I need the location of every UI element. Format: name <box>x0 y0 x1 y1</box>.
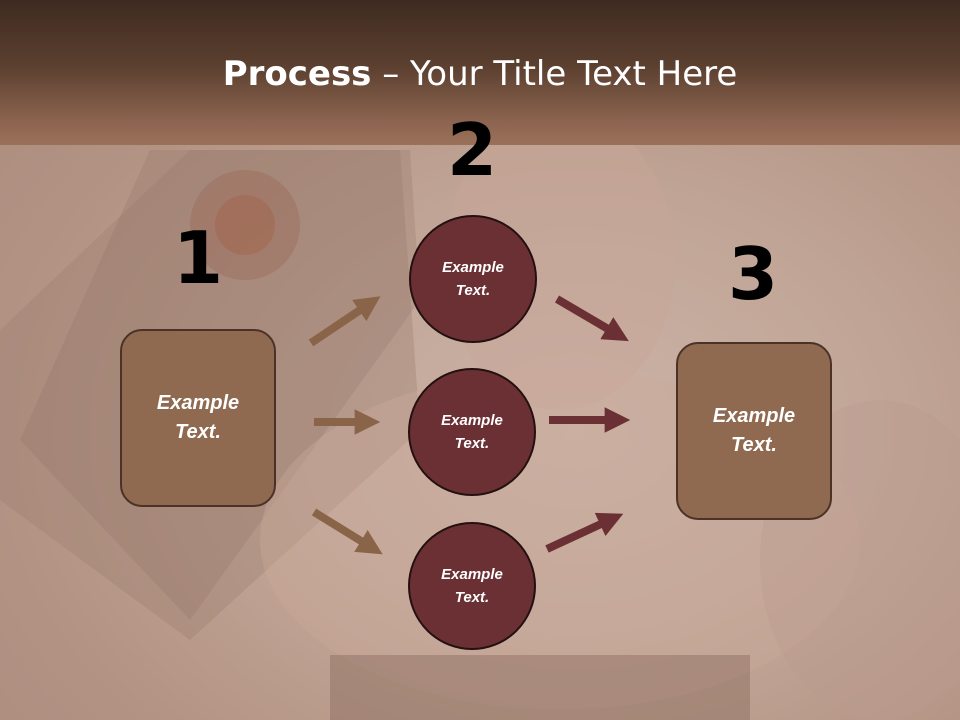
arrow-box1-to-circle-bottom <box>311 508 383 555</box>
header-band <box>0 0 960 145</box>
circle-middle: Example Text. <box>408 368 536 496</box>
step-3-box: Example Text. <box>676 342 832 520</box>
arrow-circle-top-to-box3 <box>554 295 629 342</box>
title-rest: – Your Title Text Here <box>371 54 738 94</box>
slide-title: Process – Your Title Text Here <box>0 52 960 96</box>
step-1-box: Example Text. <box>120 329 276 507</box>
arrow-circle-bottom-to-box3 <box>545 512 624 553</box>
circle-top: Example Text. <box>409 215 537 343</box>
step-number-2: 2 <box>446 108 498 192</box>
arrow-box1-to-circle-top <box>308 296 381 347</box>
step-number-3: 3 <box>727 232 779 316</box>
step-number-1: 1 <box>172 216 224 300</box>
title-bold: Process <box>222 54 372 94</box>
circle-bottom: Example Text. <box>408 522 536 650</box>
